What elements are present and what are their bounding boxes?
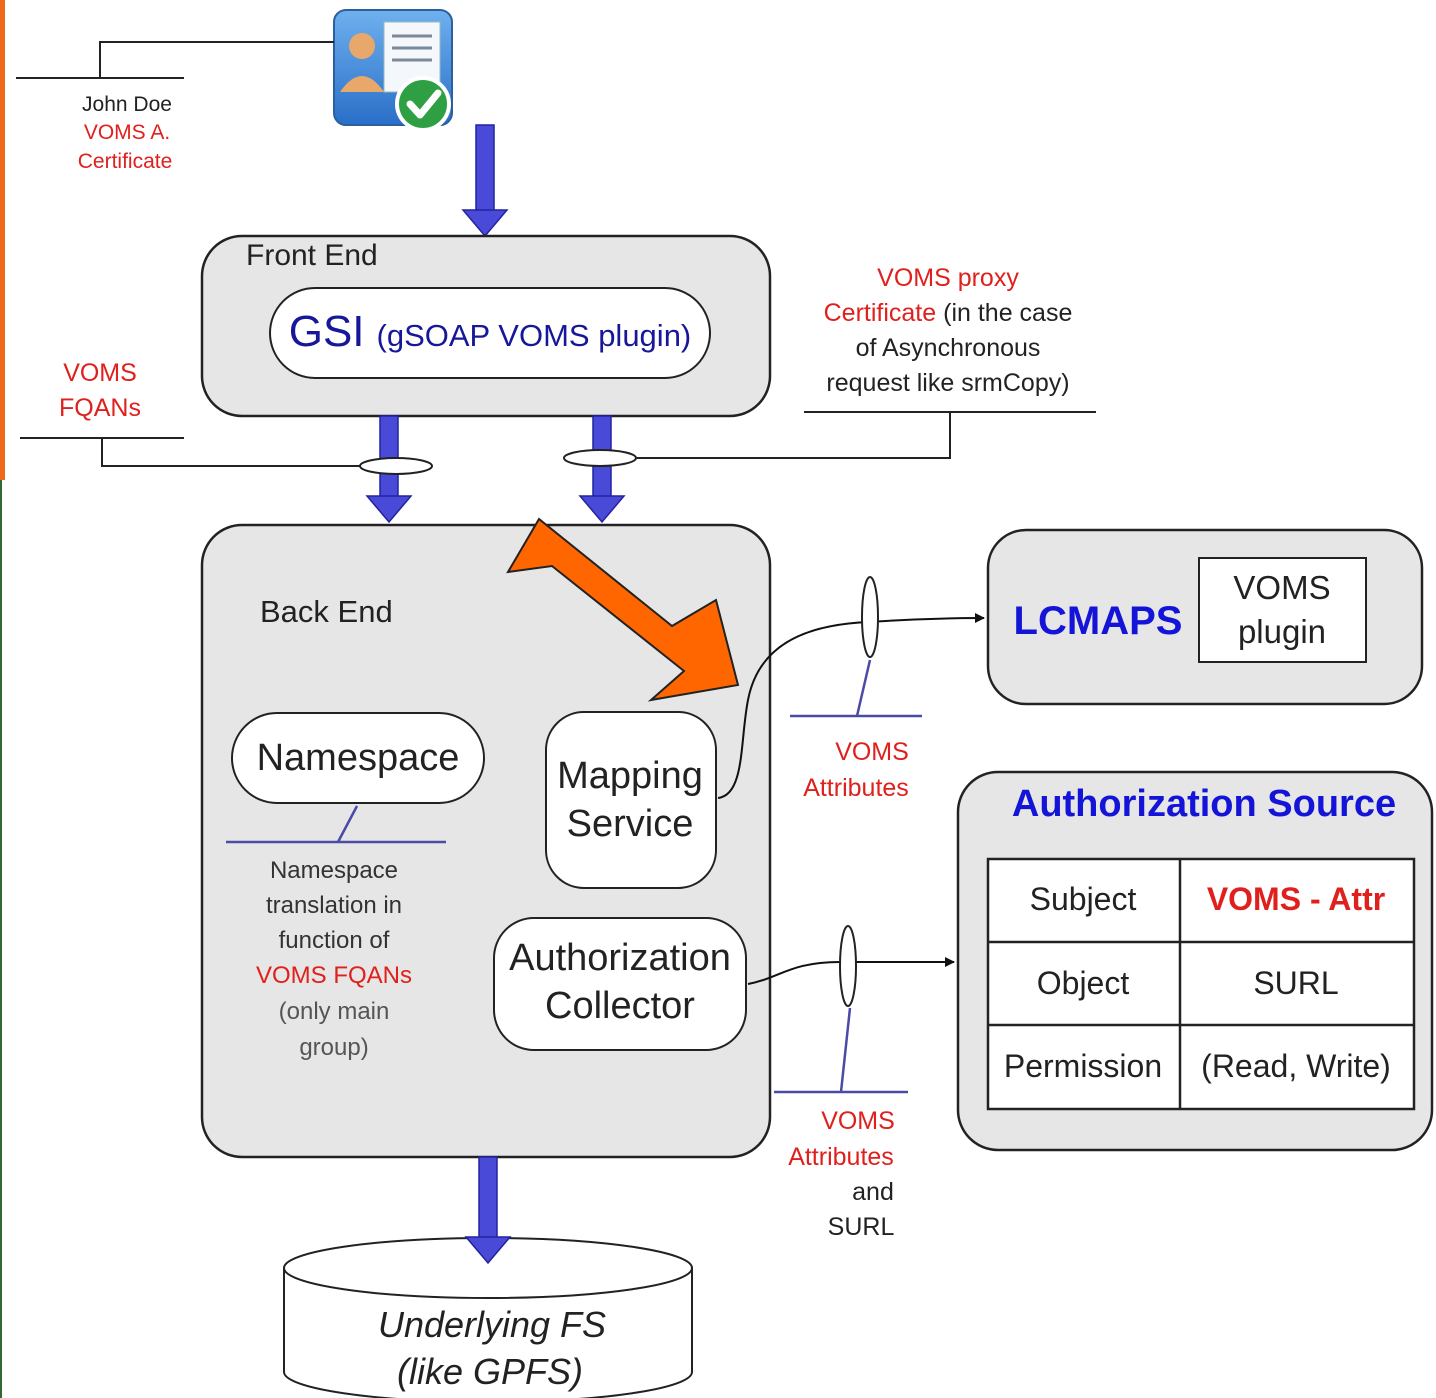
namespace-note-line6: group) <box>299 1034 368 1061</box>
table-row-value: SURL <box>1253 965 1338 1001</box>
orange-edge-bar <box>0 0 5 480</box>
flow-arrow-down <box>464 1156 512 1265</box>
voms-attr-surl-note-line3: and <box>852 1178 894 1206</box>
certificate-connector <box>16 41 334 79</box>
flow-arrow-down <box>578 415 626 524</box>
proxy-note-line1: VOMS proxy <box>877 264 1019 292</box>
namespace-note-connector <box>226 805 446 844</box>
fqans-tap <box>359 457 433 475</box>
fqans-note-line1: VOMS <box>63 359 137 387</box>
fqans-connector <box>20 437 362 467</box>
certificate-owner: John Doe <box>82 93 172 116</box>
table-row-key: Object <box>1037 965 1130 1001</box>
mapping-to-lcmaps-connector <box>717 613 985 799</box>
table-row-value: VOMS - Attr <box>1207 881 1385 917</box>
voms-attr-surl-note-line1: VOMS <box>821 1107 895 1135</box>
back-end-title: Back End <box>260 594 393 629</box>
collector-to-authz-source-connector <box>747 957 955 985</box>
authorization-collector-box <box>493 917 747 1051</box>
lcmaps-title: LCMAPS <box>1014 599 1183 643</box>
voms-plugin-line1: VOMS <box>1233 569 1330 606</box>
table-row-key: Permission <box>1004 1048 1162 1084</box>
flow-arrow-down <box>461 124 509 238</box>
certificate-type-line2: Certificate <box>78 150 173 173</box>
lcmaps-tap <box>861 576 879 658</box>
voms-attr-surl-note-line4: SURL <box>828 1213 895 1241</box>
highlight-arrow <box>506 517 740 702</box>
voms-attr-surl-note-connector <box>774 1007 908 1094</box>
mapping-service-line1: Mapping <box>557 755 703 797</box>
voms-plugin-box <box>1198 557 1367 663</box>
namespace-note-line2: translation in <box>266 892 402 919</box>
proxy-note-line4: request like srmCopy) <box>826 369 1069 397</box>
namespace-note-line4: VOMS FQANs <box>256 962 412 989</box>
flow-arrow-down <box>365 415 413 524</box>
certificate-type-line1: VOMS A. <box>84 121 170 144</box>
proxy-tap <box>563 449 637 467</box>
green-edge-line <box>0 480 2 1398</box>
namespace-note-line3: function of <box>279 927 390 954</box>
namespace-box <box>231 712 485 804</box>
proxy-note-line2: Certificate (in the case <box>824 299 1073 327</box>
front-end-title: Front End <box>246 239 378 272</box>
authz-collector-line2: Collector <box>545 985 695 1027</box>
mapping-service-line2: Service <box>567 803 694 845</box>
table-row-value: (Read, Write) <box>1201 1048 1391 1084</box>
certificate-icon <box>333 9 453 132</box>
voms-attr-surl-note-line2: Attributes <box>788 1143 894 1171</box>
cylinder <box>283 1237 693 1398</box>
voms-plugin-line2: plugin <box>1238 613 1326 650</box>
voms-attributes-note-connector <box>790 659 922 718</box>
proxy-connector <box>636 411 1096 459</box>
authz-collector-line1: Authorization <box>509 937 731 979</box>
mapping-service-box <box>545 711 717 889</box>
fqans-note-line2: FQANs <box>59 394 141 422</box>
storage-line2: (like GPFS) <box>397 1351 583 1392</box>
storage-line1: Underlying FS <box>378 1304 606 1345</box>
proxy-note-line3: of Asynchronous <box>856 334 1041 362</box>
table-row-key: Subject <box>1030 881 1137 917</box>
gsi-label: GSI(gSOAP VOMS plugin) <box>289 307 692 356</box>
authz-source-tap <box>839 925 857 1007</box>
authz-source-table <box>986 857 1416 1111</box>
namespace-note-line1: Namespace <box>270 857 398 884</box>
namespace-label: Namespace <box>257 737 460 779</box>
namespace-note-line5: (only main <box>279 998 390 1025</box>
gsi-box <box>269 287 711 379</box>
voms-attr-note-line1: VOMS <box>835 738 909 766</box>
authz-source-title: Authorization Source <box>1012 783 1396 825</box>
voms-attr-note-line2: Attributes <box>803 774 909 802</box>
